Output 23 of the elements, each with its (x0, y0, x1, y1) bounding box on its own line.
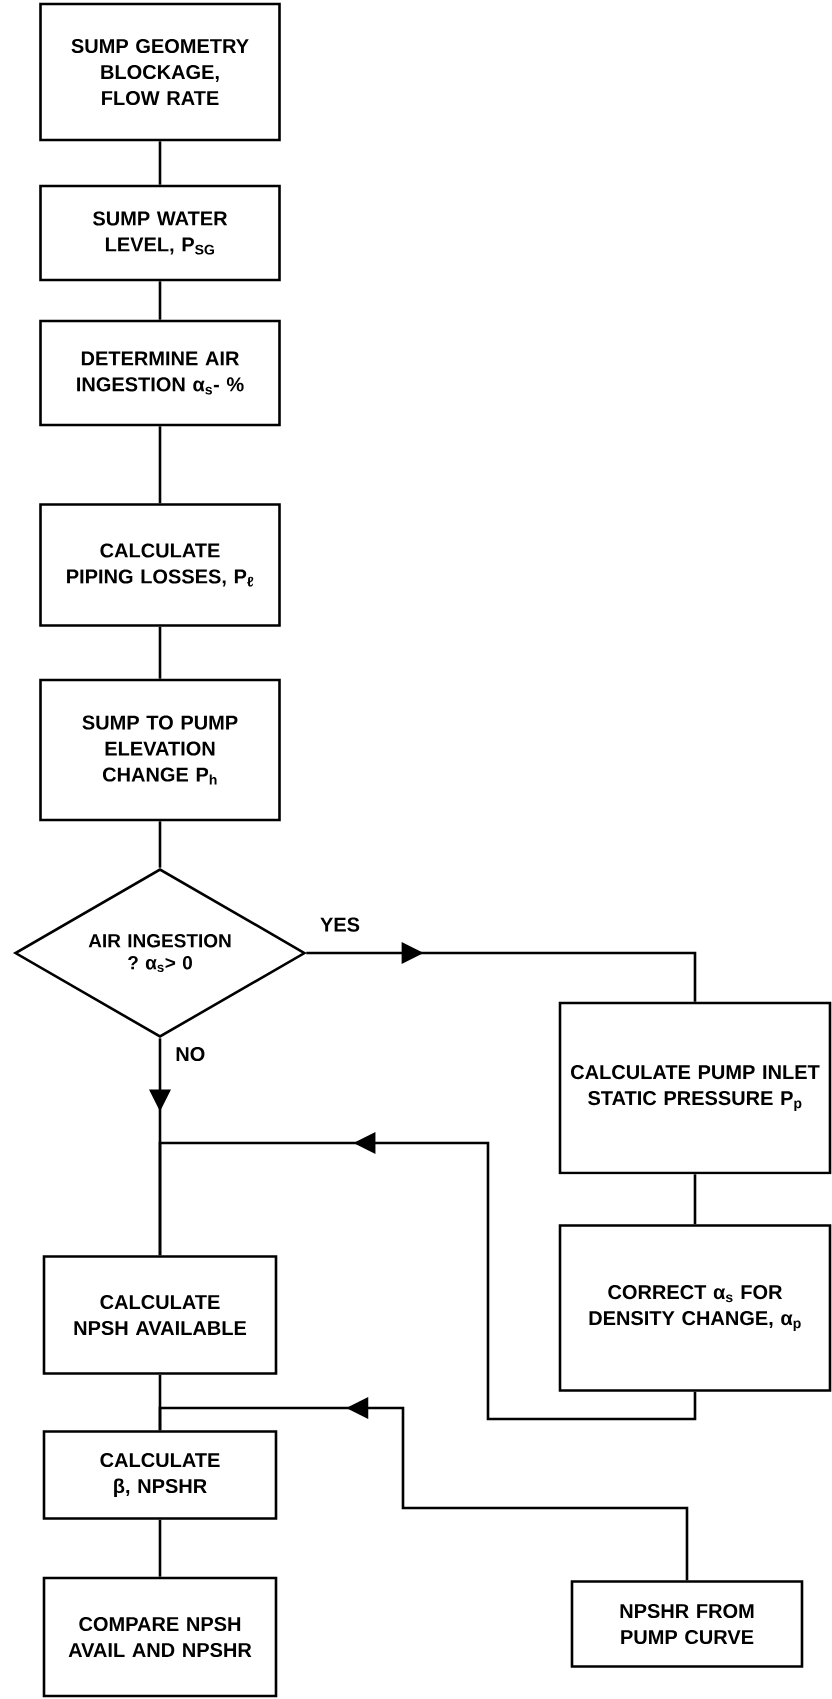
arrow (306, 942, 697, 1002)
arrow (158, 1397, 689, 1581)
connector-line (158, 1519, 162, 1577)
connector-line (693, 1174, 697, 1225)
edge-label: YES (318, 915, 362, 934)
process-box: SUMP GEOMETRY BLOCKAGE, FLOW RATE (39, 2, 281, 142)
process-box: CALCULATE NPSH AVAILABLE (42, 1255, 278, 1375)
process-box: COMPARE NPSH AVAIL AND NPSHR (42, 1576, 278, 1698)
connector-line (158, 821, 162, 868)
process-box: SUMP WATER LEVEL, P$_{SG}$ (39, 184, 281, 282)
process-box: DETERMINE AIR INGESTION α$_{s}$- % (39, 319, 281, 427)
process-box: CORRECT α$_{s}$ FOR DENSITY CHANGE, α$_{p}$ (558, 1224, 832, 1392)
process-box: SUMP TO PUMP ELEVATION CHANGE P$_{h}$ (39, 678, 281, 822)
connector-line (158, 141, 162, 185)
process-box: CALCULATE PIPING LOSSES, P$_{ℓ}$ (39, 503, 281, 627)
process-box: CALCULATE PUMP INLET STATIC PRESSURE P$_{p}$ (558, 1001, 832, 1175)
connector-line (158, 626, 162, 679)
connector-line (158, 281, 162, 320)
process-box: NPSHR FROM PUMP CURVE (570, 1580, 804, 1668)
edge-label: NO (173, 1044, 208, 1064)
arrow (158, 1132, 697, 1421)
process-box: CALCULATE β, NPSHR (42, 1430, 278, 1520)
connector-line (158, 426, 162, 504)
